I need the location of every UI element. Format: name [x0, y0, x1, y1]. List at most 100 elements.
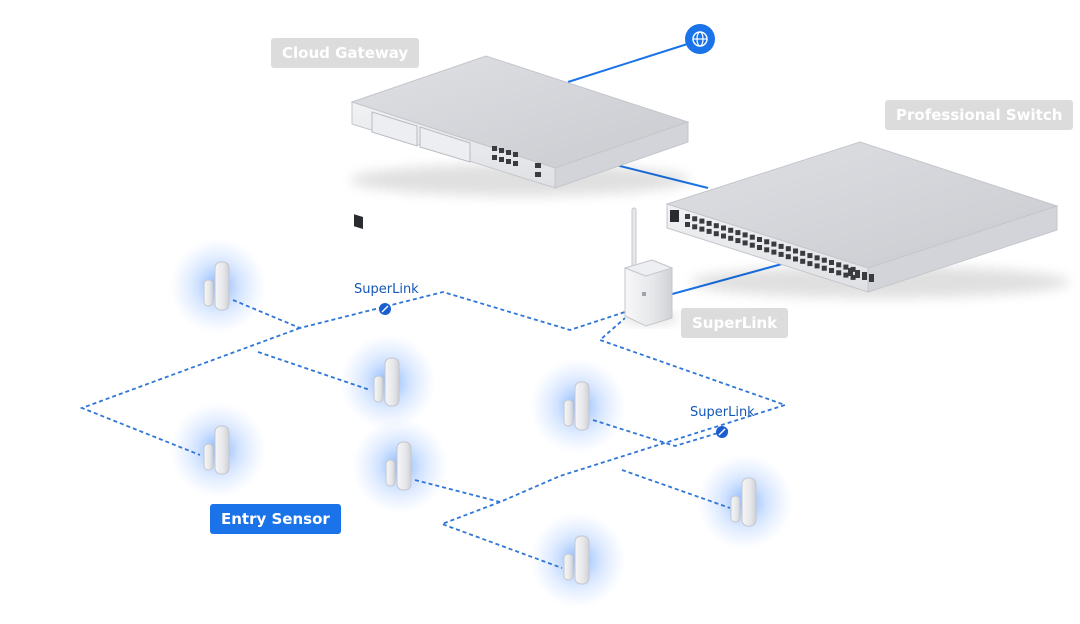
- sensor-body: [574, 381, 590, 431]
- switch-port: [735, 230, 741, 236]
- mesh-path-right: [592, 419, 729, 447]
- switch-port: [771, 249, 777, 255]
- switch-port: [713, 223, 719, 229]
- switch-port: [850, 274, 856, 280]
- switch-port: [829, 260, 834, 265]
- entry-sensor[interactable]: [203, 425, 230, 475]
- switch-port: [757, 237, 762, 242]
- switch-sfp-port: [869, 274, 874, 282]
- sensor-magnet: [203, 279, 214, 307]
- entry-sensor[interactable]: [563, 381, 590, 431]
- link-node-icon: [379, 303, 391, 315]
- switch-port: [749, 242, 755, 248]
- drive-bay-1: [371, 111, 418, 147]
- sensor-magnet: [730, 495, 741, 523]
- switch-port: [735, 238, 741, 244]
- entry-sensors[interactable]: [203, 261, 757, 585]
- switch-port: [778, 243, 784, 249]
- sensor-glows: [170, 238, 793, 608]
- gateway-ports: [492, 146, 541, 177]
- switch-port: [850, 266, 856, 272]
- drive-bay-2: [419, 126, 471, 163]
- switch-port: [685, 214, 690, 219]
- switch-port: [814, 255, 820, 261]
- switch-port: [771, 241, 777, 247]
- switch-port: [764, 247, 770, 253]
- switch-port: [692, 216, 698, 222]
- switch-port: [800, 258, 806, 264]
- sensor-magnet: [373, 375, 384, 403]
- mesh-path-left-loop: [79, 327, 301, 456]
- switch-port: [706, 228, 712, 234]
- sensor-body: [396, 441, 412, 491]
- mesh-links: [79, 291, 788, 569]
- sensor-body: [384, 357, 400, 407]
- switch-port: [785, 246, 791, 252]
- mesh-path-outer: [232, 291, 626, 331]
- switch-port: [728, 227, 734, 233]
- switch-sfp-port: [862, 272, 867, 280]
- switch-port: [807, 261, 813, 267]
- gateway-screen: [354, 214, 363, 229]
- mesh-path-bottom: [439, 501, 563, 569]
- entry-sensor[interactable]: [203, 261, 230, 311]
- switch-port: [800, 250, 806, 256]
- professional-switch-label: Professional Switch: [885, 100, 1074, 130]
- sensor-body: [214, 425, 230, 475]
- switch-port: [685, 222, 690, 227]
- switch-ports: [685, 214, 874, 282]
- switch-port: [699, 218, 705, 224]
- switch-port: [778, 251, 784, 257]
- switch-port: [742, 240, 748, 246]
- switch-port: [699, 226, 705, 232]
- sensor-body: [741, 477, 757, 527]
- switch-port: [764, 239, 770, 245]
- superlink-device-label: SuperLink: [681, 308, 789, 338]
- superlink-mesh-label: SuperLink: [354, 282, 419, 297]
- entry-sensor-label: Entry Sensor: [210, 504, 341, 534]
- sensor-magnet: [563, 553, 574, 581]
- sensor-magnet: [203, 443, 214, 471]
- sensor-body: [574, 535, 590, 585]
- sensor-body: [214, 261, 230, 311]
- switch-port: [793, 248, 798, 254]
- sensor-magnet: [563, 399, 574, 427]
- entry-sensor[interactable]: [730, 477, 757, 527]
- cloud-gateway-label: Cloud Gateway: [271, 38, 420, 68]
- mesh-path-lower: [414, 317, 788, 503]
- switch-port: [843, 264, 849, 270]
- switch-port: [749, 234, 755, 240]
- antenna: [631, 207, 637, 269]
- superlink-hub-device[interactable]: [620, 207, 680, 327]
- switch-port: [829, 268, 834, 273]
- gateway-internet-link: [567, 39, 701, 83]
- switch-port: [821, 257, 827, 263]
- switch-port: [692, 224, 698, 230]
- switch-port: [821, 265, 827, 271]
- professional-switch-device[interactable]: [665, 141, 1070, 298]
- entry-sensor[interactable]: [385, 441, 412, 491]
- switch-port: [836, 270, 842, 276]
- switch-port: [706, 220, 712, 226]
- switch-port: [713, 231, 719, 237]
- switch-port: [721, 225, 726, 231]
- cloud-gateway-device[interactable]: [350, 55, 690, 229]
- mesh-path-middle: [257, 351, 371, 391]
- hub-led: [642, 292, 646, 296]
- switch-port: [793, 256, 798, 262]
- switch-port: [814, 263, 820, 269]
- switch-port: [807, 253, 813, 259]
- entry-sensor[interactable]: [373, 357, 400, 407]
- switch-sfp-port: [848, 268, 853, 276]
- switch-port: [836, 262, 842, 268]
- sensor-magnet: [385, 459, 396, 487]
- switch-port: [742, 232, 748, 238]
- link-node-icon: [716, 426, 728, 438]
- entry-sensor[interactable]: [563, 535, 590, 585]
- globe-icon[interactable]: [685, 24, 715, 54]
- switch-port: [721, 233, 726, 239]
- switch-port: [843, 272, 849, 278]
- switch-port: [757, 245, 762, 250]
